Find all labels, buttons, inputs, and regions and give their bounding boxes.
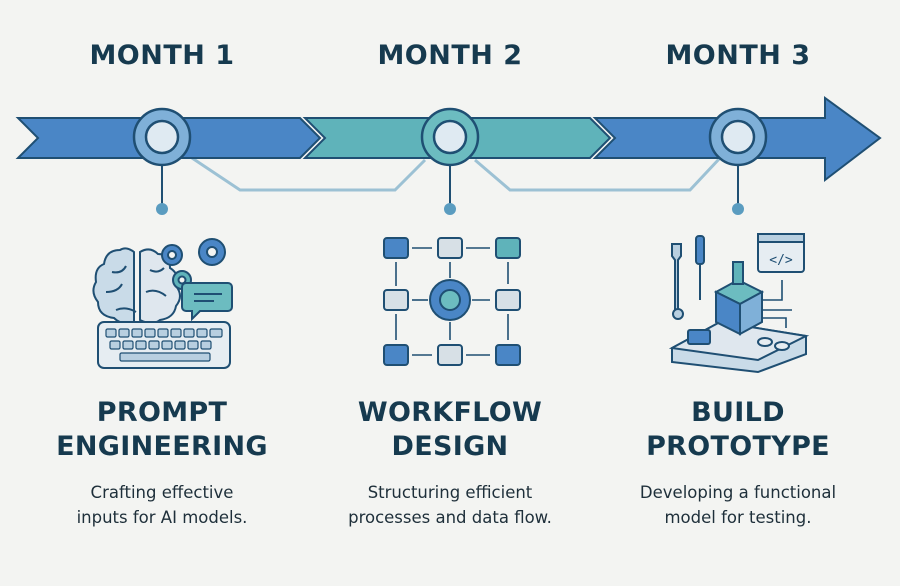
connector-line-2-3 bbox=[474, 156, 722, 192]
pin-dot-2 bbox=[444, 203, 456, 215]
pin-dot-3 bbox=[732, 203, 744, 215]
phase-title-3-line-2: PROTOTYPE bbox=[646, 431, 830, 462]
phase-title-1-line-1: PROMPT bbox=[96, 397, 228, 428]
tools-code-prototype-icon: </> bbox=[668, 233, 810, 374]
phase-description-2: Structuring efficient processes and data… bbox=[315, 480, 585, 530]
phase-title-2: WORKFLOW DESIGN bbox=[315, 396, 585, 464]
milestone-circle-2 bbox=[420, 107, 480, 167]
pin-dot-1 bbox=[156, 203, 168, 215]
phase-description-3-line-2: model for testing. bbox=[664, 508, 812, 527]
phase-description-1-line-1: Crafting effective bbox=[90, 483, 234, 502]
phase-description-1: Crafting effective inputs for AI models. bbox=[27, 480, 297, 530]
phase-description-1-line-2: inputs for AI models. bbox=[76, 508, 248, 527]
phase-description-3-line-1: Developing a functional bbox=[639, 483, 837, 502]
month-label-3: MONTH 3 bbox=[665, 40, 811, 71]
connector-lines bbox=[179, 148, 722, 192]
brain-gears-keyboard-chat-icon bbox=[92, 238, 233, 369]
phase-title-3: BUILD PROTOTYPE bbox=[603, 396, 873, 464]
phase-description-2-line-1: Structuring efficient bbox=[367, 483, 533, 502]
month-label-2: MONTH 2 bbox=[377, 40, 523, 71]
drop-pins bbox=[156, 165, 744, 215]
month-label-1: MONTH 1 bbox=[89, 40, 235, 71]
phase-title-2-line-1: WORKFLOW bbox=[357, 397, 543, 428]
milestone-circle-3 bbox=[708, 107, 768, 167]
phase-title-1: PROMPT ENGINEERING bbox=[27, 396, 297, 464]
phase-title-2-line-2: DESIGN bbox=[391, 431, 509, 462]
phase-title-3-line-1: BUILD bbox=[691, 397, 785, 428]
milestone-circle-1 bbox=[132, 107, 192, 167]
phase-description-3: Developing a functional model for testin… bbox=[603, 480, 873, 530]
svg-text:</>: </> bbox=[769, 253, 793, 268]
connector-line-1-2 bbox=[179, 148, 427, 192]
workflow-nodes-cycle-icon bbox=[383, 237, 521, 366]
phase-title-1-line-2: ENGINEERING bbox=[56, 431, 268, 462]
phase-description-2-line-2: processes and data flow. bbox=[348, 508, 552, 527]
